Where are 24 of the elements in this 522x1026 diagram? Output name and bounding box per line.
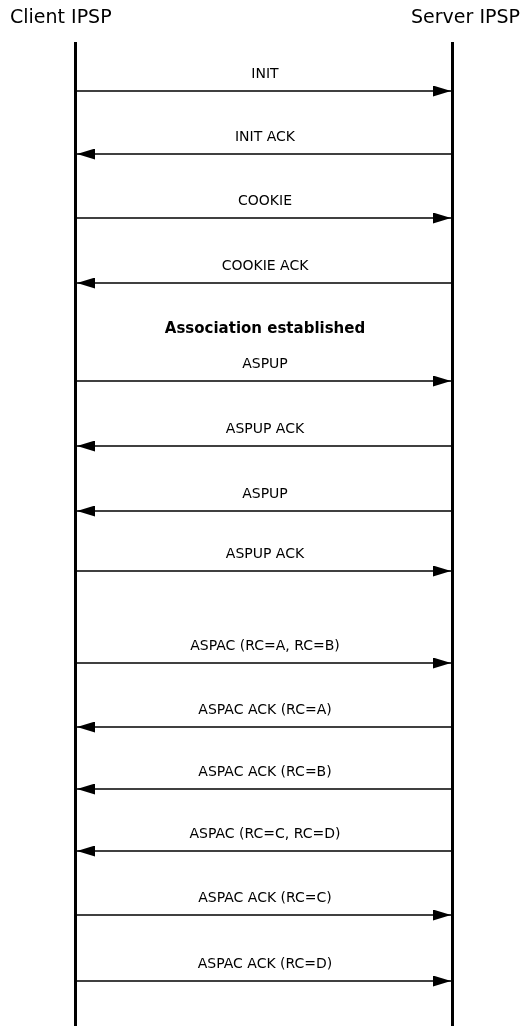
participant-label: Server IPSP bbox=[411, 4, 520, 28]
edge-label: ASPAC ACK (RC=A) bbox=[196, 700, 334, 718]
message-arrow bbox=[76, 783, 452, 795]
message-arrow bbox=[76, 148, 452, 160]
message-arrow bbox=[76, 657, 452, 669]
lifeline bbox=[451, 42, 454, 1026]
message-arrow bbox=[76, 85, 452, 97]
edge-label: ASPAC (RC=A, RC=B) bbox=[188, 636, 342, 654]
lifeline bbox=[74, 42, 77, 1026]
message-arrow bbox=[76, 909, 452, 921]
message-arrow bbox=[76, 975, 452, 987]
message-arrow bbox=[76, 277, 452, 289]
edge-label: ASPAC ACK (RC=C) bbox=[196, 888, 334, 906]
message-arrow bbox=[76, 375, 452, 387]
message-arrow bbox=[76, 505, 452, 517]
message-arrow bbox=[76, 212, 452, 224]
message-arrow bbox=[76, 440, 452, 452]
edge-label: ASPAC (RC=C, RC=D) bbox=[187, 824, 343, 842]
message-arrow bbox=[76, 565, 452, 577]
participant-label: Client IPSP bbox=[10, 4, 112, 28]
message-arrow bbox=[76, 721, 452, 733]
status-note: Association established bbox=[164, 319, 366, 337]
message-arrow bbox=[76, 845, 452, 857]
edge-label: ASPAC ACK (RC=B) bbox=[196, 762, 334, 780]
